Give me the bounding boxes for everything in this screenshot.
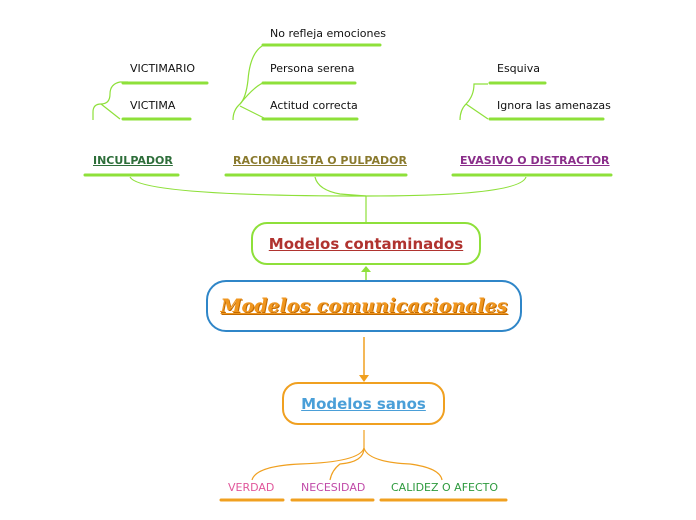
- modelos-sanos-node[interactable]: Modelos sanos: [282, 382, 445, 425]
- modelos-contaminados-node[interactable]: Modelos contaminados: [251, 222, 481, 265]
- verdad-node[interactable]: VERDAD: [228, 481, 275, 494]
- actitud-correcta-label: Actitud correcta: [270, 99, 358, 112]
- victimario-label: VICTIMARIO: [130, 62, 195, 75]
- central-topic-node[interactable]: Modelos comunicacionales: [206, 280, 522, 332]
- necesidad-node[interactable]: NECESIDAD: [301, 481, 366, 494]
- esquiva-label: Esquiva: [497, 62, 540, 75]
- ignora-las-amenazas-label: Ignora las amenazas: [497, 99, 611, 112]
- calidez-o-afecto-node[interactable]: CALIDEZ O AFECTO: [391, 481, 499, 494]
- persona-serena-label: Persona serena: [270, 62, 355, 75]
- inculpador-node[interactable]: INCULPADOR: [93, 154, 173, 167]
- victima-label: VICTIMA: [130, 99, 176, 112]
- no-refleja-emociones-label: No refleja emociones: [270, 27, 387, 40]
- racionalista-node[interactable]: RACIONALISTA O PULPADOR: [233, 154, 407, 167]
- evasivo-node[interactable]: EVASIVO O DISTRACTOR: [460, 154, 610, 167]
